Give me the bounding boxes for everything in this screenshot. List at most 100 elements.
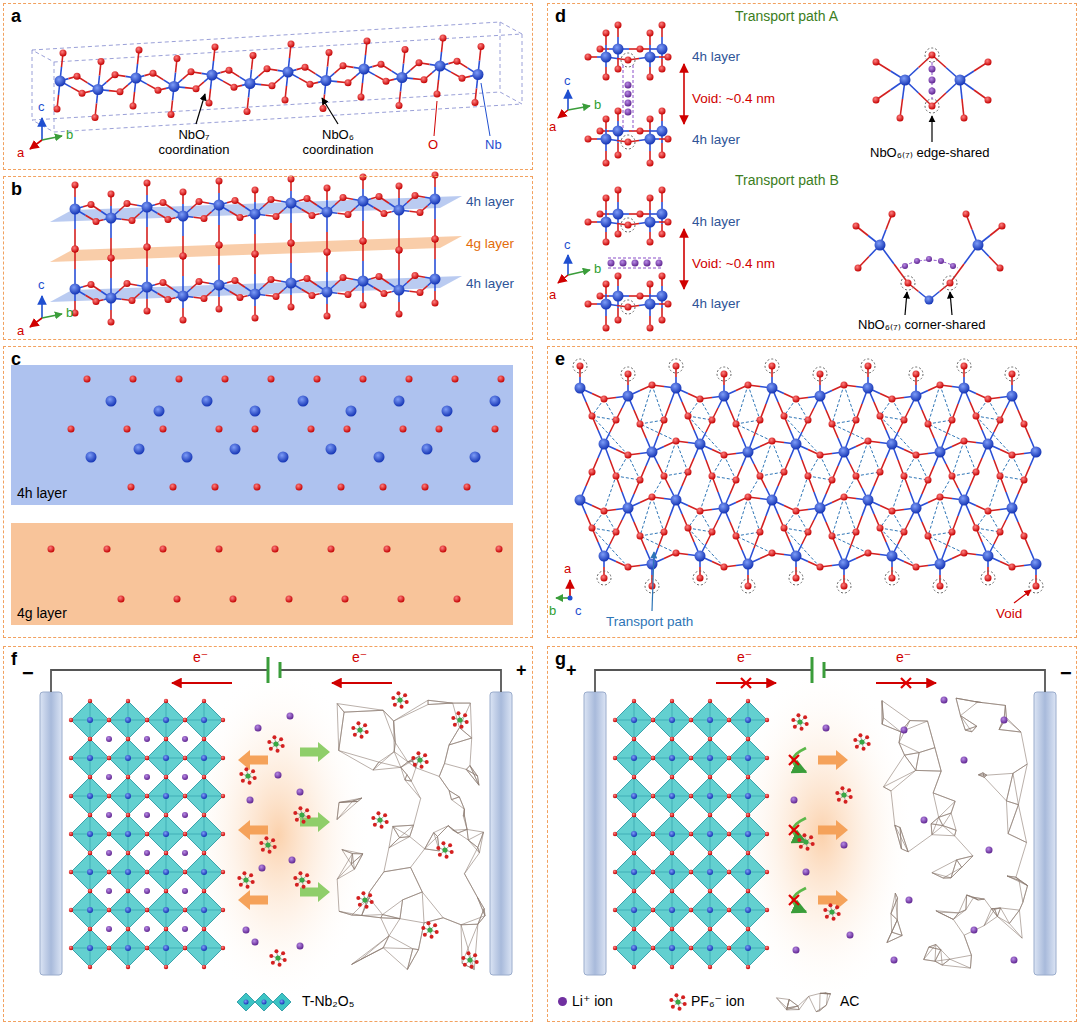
o-atom [144,180,151,187]
carbon-mesh [458,833,468,840]
o-atom [124,280,131,287]
transport-path [640,385,652,424]
o-atom [396,247,403,254]
o-atom [913,371,920,378]
nb-atom [201,793,207,799]
li-ion [608,260,615,267]
nb-atom [125,793,131,799]
void-circle [621,367,635,381]
o-atom [69,794,73,798]
o-atom [597,211,604,218]
carbon-mesh [451,800,464,809]
o-atom [145,832,149,836]
o-atom [615,187,622,194]
li-ion [929,66,936,73]
o-atom [685,413,692,420]
carbon-mesh [369,872,384,892]
o-atom [324,313,331,320]
carbon-mesh [411,781,420,798]
o-atom [326,49,333,56]
o-atom [304,275,311,282]
transport-path [988,399,1000,420]
o-atom [1021,477,1028,484]
o-atom [721,452,728,459]
transport-path [784,528,820,567]
axis-arrow [567,90,569,110]
o-atom [601,396,608,403]
o-atom [873,59,880,66]
o-atom [216,306,223,313]
o-atom [659,152,666,159]
carbon-mesh [463,809,464,816]
carbon-mesh [411,768,416,781]
nb-atom [959,495,970,506]
carbon-mesh [462,963,474,969]
o-atom [877,525,884,532]
transport-path [652,385,664,420]
transport-path [592,416,628,455]
carbon-mesh [462,924,478,963]
o-atom [647,281,654,288]
o-atom [929,52,936,59]
o-atom [913,452,920,459]
o-atom [793,575,800,582]
carbon-mesh [381,918,389,936]
nb-atom [283,67,294,78]
nb-atom [925,296,934,305]
transport-path [652,497,664,532]
o-atom [126,775,130,779]
carbon-mesh [393,721,395,752]
nb-atom [125,831,131,837]
transport-path [724,455,736,480]
o-atom [226,67,233,74]
carbon-mesh [461,916,485,925]
o-atom [949,417,956,424]
electrolyte-glow [186,665,370,1005]
nb-atom [935,447,946,458]
o-atom [613,529,620,536]
o-atom [685,525,692,532]
leader-arrow [196,94,205,124]
o-atom [817,564,824,571]
bond [894,264,908,283]
o-atom [193,85,200,92]
octahedron [147,739,185,777]
nb-atom [430,194,441,205]
carbon-mesh [466,766,470,770]
transport-path [736,497,748,536]
nb-atom [935,559,946,570]
o-atom [117,88,124,95]
nb-atom [623,503,634,514]
o-atom [929,103,936,110]
carbon-mesh [394,700,428,721]
o-atom [659,317,666,324]
o-atom [997,265,1004,272]
o-atom [665,136,672,143]
o-atom [901,529,908,536]
axis-arrow [567,255,569,275]
o-atom [855,265,862,272]
octahedron [147,777,185,815]
nb-atom [430,274,441,285]
void-circle [669,359,683,373]
o-atom [345,291,352,298]
o-atom [647,160,654,167]
transport-path [880,528,904,532]
transport-path [976,528,1000,532]
o-atom [721,371,728,378]
nb-atom [839,559,850,570]
nb-atom [214,280,225,291]
octahedron [185,739,223,777]
o-atom [615,22,622,29]
carbon-mesh [468,840,479,853]
transport-path [796,399,808,420]
carbon-mesh [468,840,478,848]
o-atom [164,737,168,741]
o-atom [221,794,225,798]
o-atom [601,575,608,582]
o-atom [1009,564,1016,571]
transport-path [928,532,952,536]
nb-atom [87,755,93,761]
unit-cell [522,34,523,104]
octahedron [185,853,223,891]
